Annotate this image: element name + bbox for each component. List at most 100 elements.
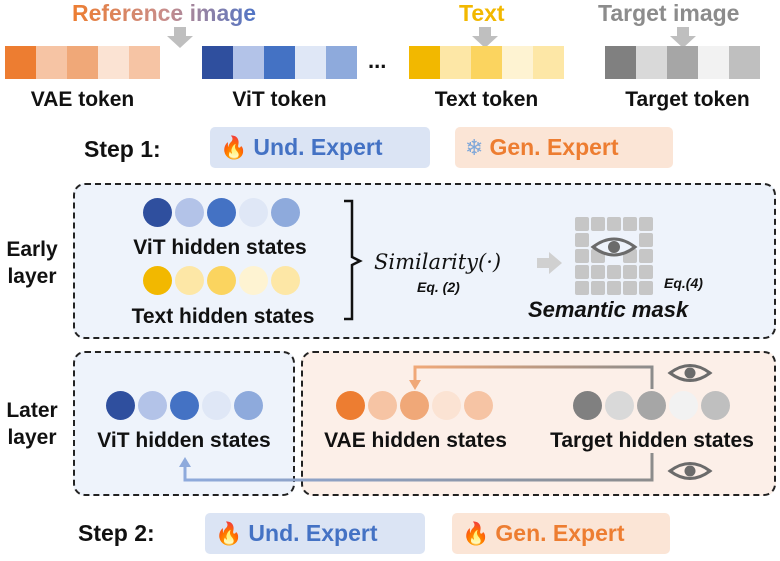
hidden-state-dot bbox=[637, 391, 666, 420]
fire-icon: 🔥 bbox=[215, 520, 243, 546]
hidden-state-dot bbox=[175, 198, 204, 227]
hidden-state-dot bbox=[143, 266, 172, 295]
und-expert-label: Und. Expert bbox=[248, 520, 378, 546]
snowflake-icon: ❄ bbox=[465, 134, 484, 160]
ellipsis: ... bbox=[368, 48, 387, 73]
token-cell bbox=[202, 46, 233, 79]
step1-label: Step 1: bbox=[84, 136, 161, 162]
token-cell bbox=[264, 46, 295, 79]
target-token-strip bbox=[605, 46, 760, 79]
step1-gen-expert: ❄ Gen. Expert bbox=[455, 127, 673, 168]
header-arrows bbox=[167, 27, 696, 48]
text-token-label: Text token bbox=[434, 88, 539, 111]
token-cell bbox=[233, 46, 264, 79]
hidden-state-dot bbox=[143, 198, 172, 227]
similarity-function: Similarity(·) bbox=[374, 250, 502, 274]
token-cell bbox=[729, 46, 760, 79]
gen-expert-label: Gen. Expert bbox=[495, 520, 625, 546]
fire-icon: 🔥 bbox=[462, 520, 490, 546]
hidden-state-dot bbox=[170, 391, 199, 420]
down-arrow-icon bbox=[670, 27, 696, 48]
early-layer-label: Early layer bbox=[6, 238, 58, 288]
later-vae-hidden-label: VAE hidden states bbox=[324, 429, 507, 452]
hidden-state-dot bbox=[175, 266, 204, 295]
early-vit-dots bbox=[143, 198, 300, 227]
target-to-vit-arrow bbox=[183, 453, 654, 482]
later-layer-label: Later layer bbox=[6, 399, 58, 449]
eye-icon bbox=[590, 237, 638, 257]
step2-und-expert: 🔥 Und. Expert bbox=[205, 513, 425, 554]
token-cell bbox=[440, 46, 471, 79]
vae-token-strip bbox=[5, 46, 160, 79]
right-arrow-icon bbox=[537, 252, 562, 274]
hidden-state-dot bbox=[400, 391, 429, 420]
hidden-state-dot bbox=[271, 266, 300, 295]
hidden-state-dot bbox=[239, 266, 268, 295]
step2-label: Step 2: bbox=[78, 520, 155, 546]
token-cell bbox=[129, 46, 160, 79]
later-vit-dots bbox=[106, 391, 263, 420]
hidden-state-dot bbox=[138, 391, 167, 420]
semantic-mask-label: Semantic mask bbox=[528, 297, 689, 322]
later-attention-arrows bbox=[179, 364, 713, 482]
early-vit-hidden-label: ViT hidden states bbox=[133, 236, 307, 259]
eye-icon bbox=[667, 462, 713, 480]
token-cell bbox=[698, 46, 729, 79]
und-expert-label: Und. Expert bbox=[253, 134, 383, 160]
token-cell bbox=[502, 46, 533, 79]
target-to-vae-arrow bbox=[413, 365, 654, 389]
hidden-state-dot bbox=[207, 266, 236, 295]
hidden-state-dot bbox=[239, 198, 268, 227]
later-vae-dots bbox=[336, 391, 493, 420]
vit-token-label: ViT token bbox=[232, 88, 327, 111]
later-target-dots bbox=[573, 391, 730, 420]
hidden-state-dot bbox=[234, 391, 263, 420]
semantic-mask-grid bbox=[575, 217, 653, 295]
token-cell bbox=[605, 46, 636, 79]
fire-icon: 🔥 bbox=[220, 134, 248, 160]
token-cell bbox=[67, 46, 98, 79]
hidden-state-dot bbox=[336, 391, 365, 420]
header-text: Text bbox=[459, 0, 505, 26]
hidden-state-dot bbox=[669, 391, 698, 420]
target-token-label: Target token bbox=[625, 88, 750, 111]
gen-expert-label: Gen. Expert bbox=[489, 134, 619, 160]
down-arrow-icon bbox=[472, 27, 498, 48]
token-cell bbox=[36, 46, 67, 79]
early-text-dots bbox=[143, 266, 300, 295]
hidden-state-dot bbox=[573, 391, 602, 420]
text-token-strip bbox=[409, 46, 564, 79]
token-cell bbox=[98, 46, 129, 79]
step2-gen-expert: 🔥 Gen. Expert bbox=[452, 513, 670, 554]
hidden-state-dot bbox=[271, 198, 300, 227]
step1-und-expert: 🔥 Und. Expert bbox=[210, 127, 430, 168]
early-text-hidden-label: Text hidden states bbox=[131, 305, 315, 328]
hidden-state-dot bbox=[464, 391, 493, 420]
hidden-state-dot bbox=[368, 391, 397, 420]
token-cell bbox=[5, 46, 36, 79]
vae-token-label: VAE token bbox=[30, 88, 135, 111]
token-cell bbox=[533, 46, 564, 79]
header-reference-image: Reference image bbox=[72, 0, 292, 27]
down-arrow-icon bbox=[167, 27, 193, 48]
similarity-arrow bbox=[537, 252, 562, 274]
early-bracket bbox=[344, 199, 363, 321]
later-vit-hidden-label: ViT hidden states bbox=[97, 429, 271, 452]
header-target-image: Target image bbox=[598, 0, 740, 26]
hidden-state-dot bbox=[701, 391, 730, 420]
token-cell bbox=[409, 46, 440, 79]
reference-word: Reference image bbox=[72, 0, 257, 26]
token-cell bbox=[326, 46, 357, 79]
hidden-state-dot bbox=[106, 391, 135, 420]
hidden-state-dot bbox=[605, 391, 634, 420]
later-target-hidden-label: Target hidden states bbox=[550, 429, 754, 452]
token-cell bbox=[471, 46, 502, 79]
token-cell bbox=[667, 46, 698, 79]
eq2-label: Eq. (2) bbox=[417, 279, 460, 295]
hidden-state-dot bbox=[202, 391, 231, 420]
vit-token-strip bbox=[202, 46, 357, 79]
hidden-state-dot bbox=[207, 198, 236, 227]
eq4-label: Eq.(4) bbox=[664, 275, 703, 291]
eye-icon bbox=[667, 364, 713, 382]
token-cell bbox=[636, 46, 667, 79]
